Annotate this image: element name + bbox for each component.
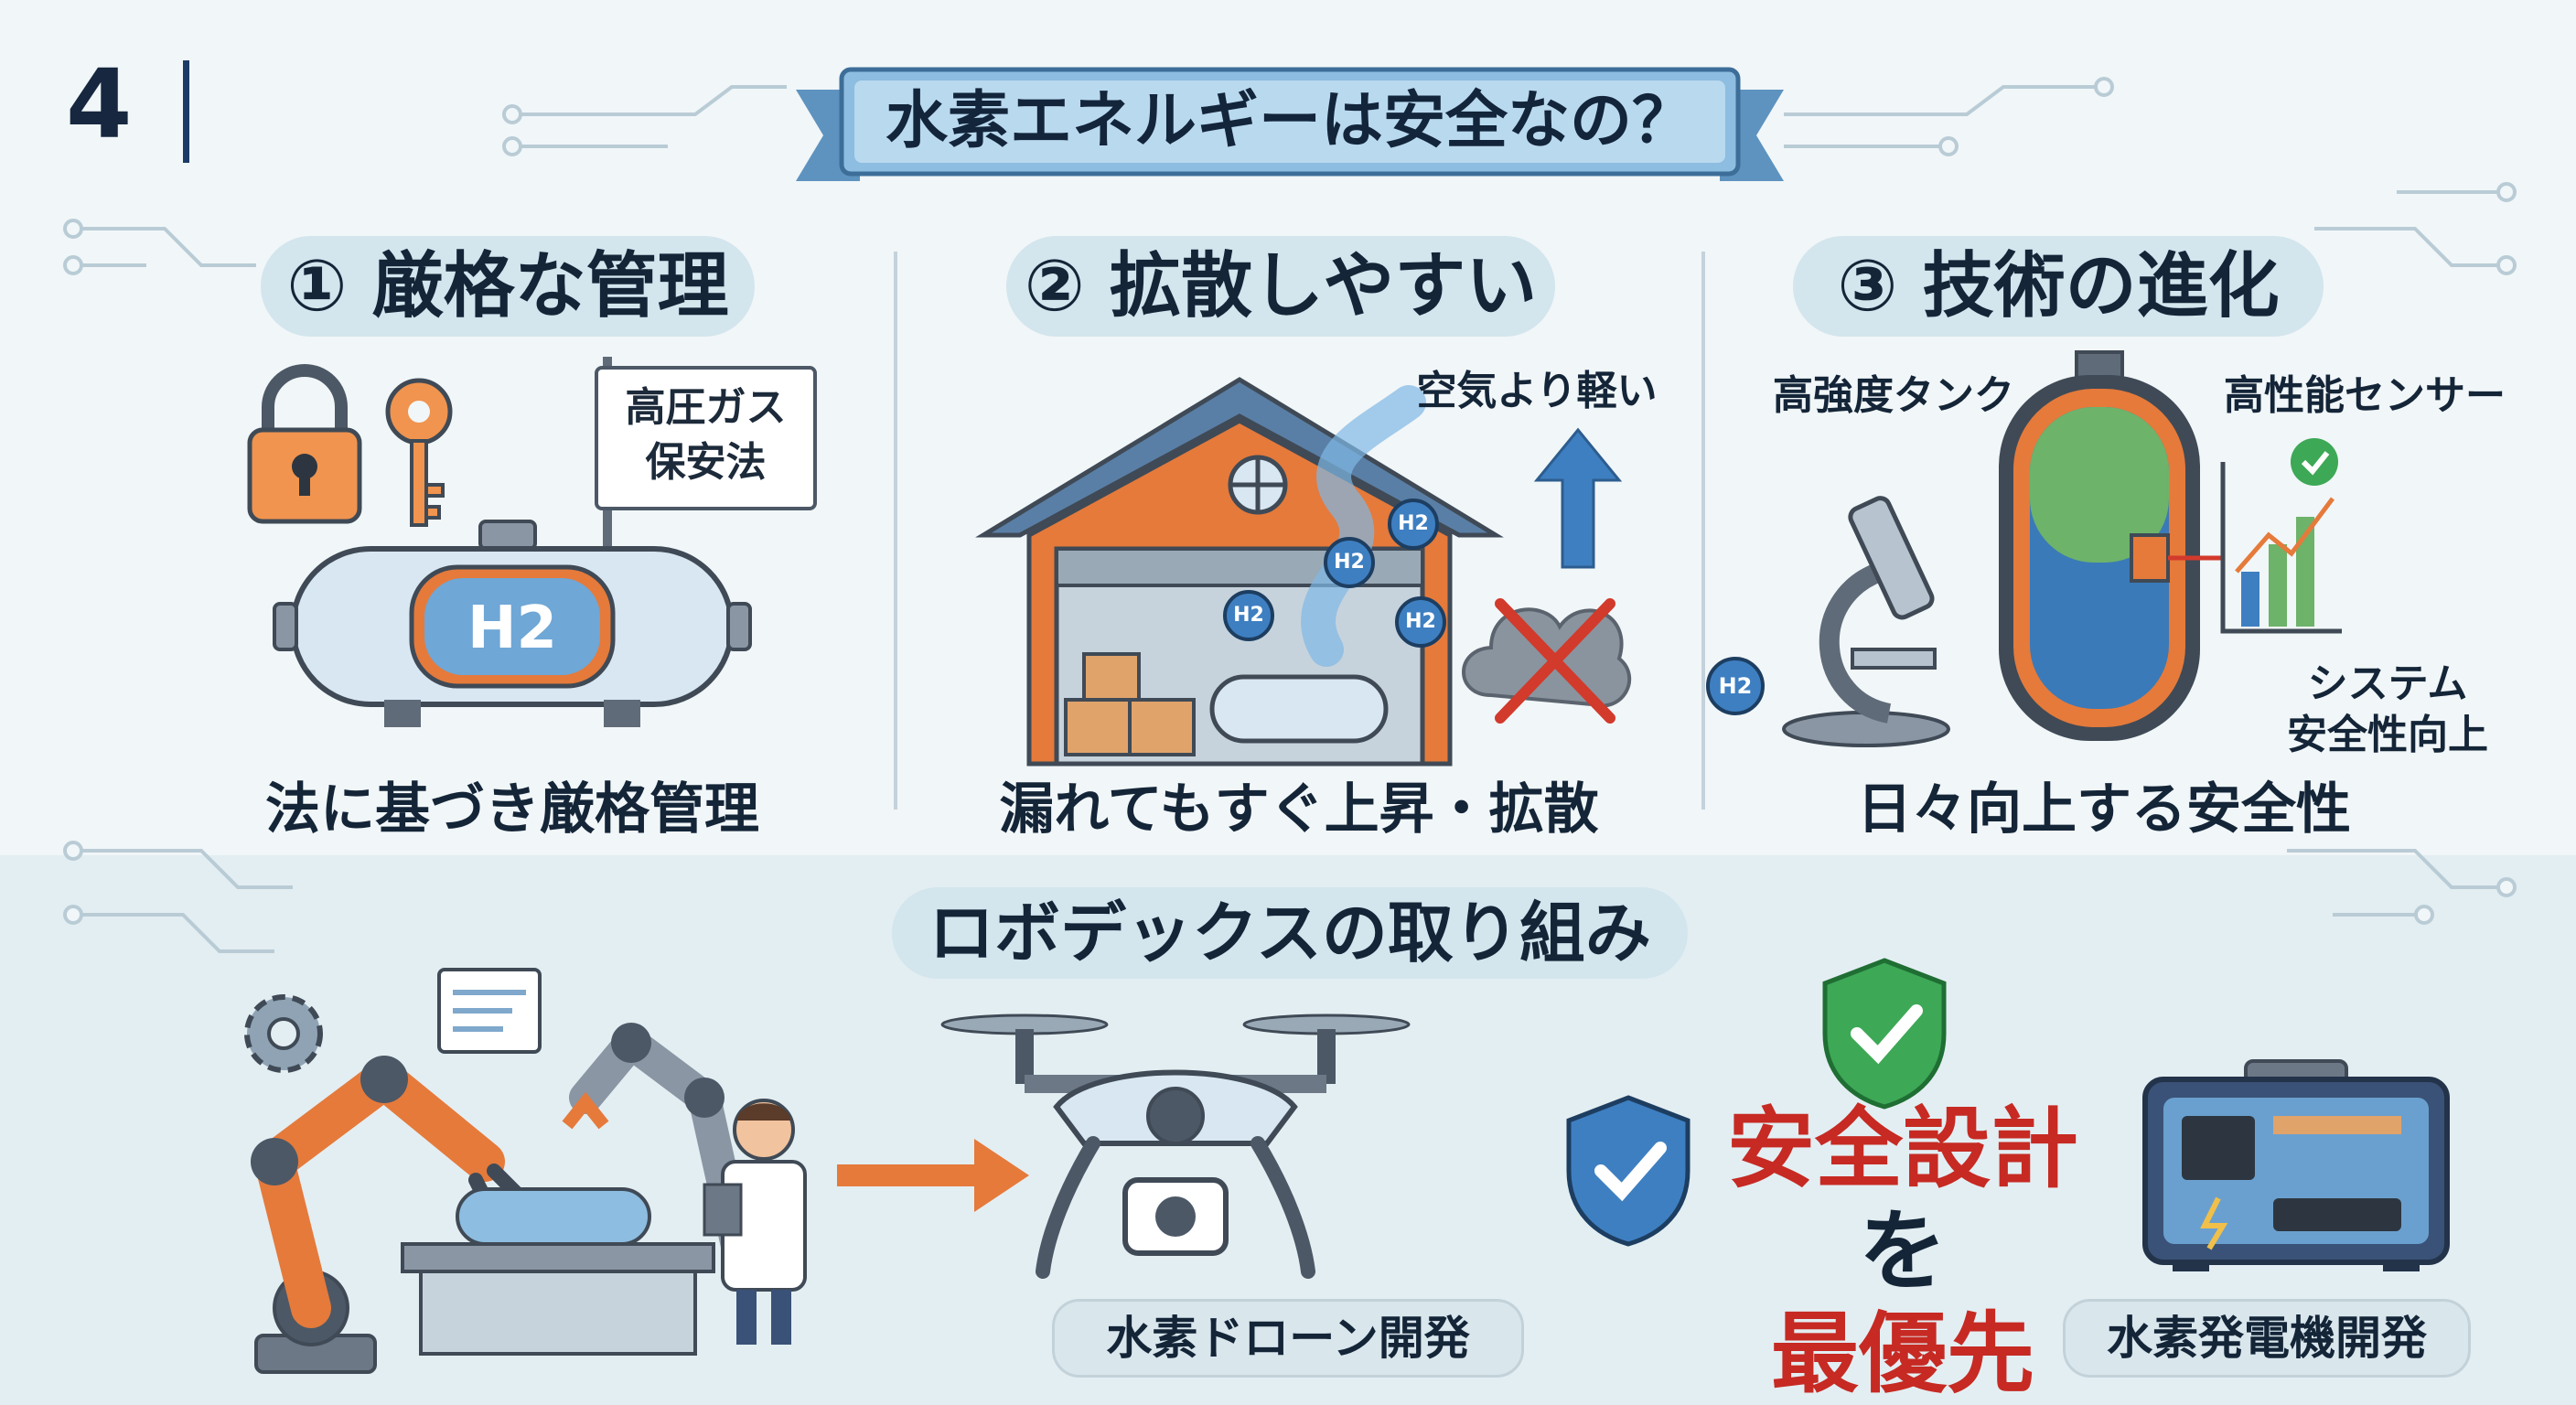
workbench-icon: [401, 1187, 715, 1356]
initiative-heading-pill: [892, 887, 1688, 979]
molecule-icon: [1324, 537, 1375, 588]
engineer-icon: [703, 1099, 807, 1345]
molecule-label: H2: [1405, 610, 1436, 633]
hydrogen-plume: [1301, 385, 1426, 667]
section-2-caption: 漏れてもすぐ上昇・拡散: [999, 778, 1599, 842]
sensor-chart-icon: [2130, 438, 2342, 634]
column-divider: [1701, 252, 1705, 810]
key-icon: [385, 378, 453, 527]
section-1-heading-pill: [261, 236, 755, 337]
generator-icon: [2142, 1059, 2450, 1271]
hydrogen-tank-icon: [273, 520, 752, 727]
section-2-heading: ② 拡散しやすい: [1024, 245, 1538, 327]
molecule-icon: [1388, 499, 1439, 550]
system-safety-line-1: システム: [2307, 660, 2468, 707]
column-divider: [894, 252, 897, 810]
molecule-icon: [1395, 596, 1446, 648]
ribbon-icon: [796, 67, 1784, 181]
gear-icon: [244, 994, 323, 1073]
shield-check-icon: [1822, 958, 1947, 1110]
safety-particle-text: を: [1859, 1200, 1947, 1303]
molecule-label: H2: [1334, 551, 1365, 574]
regulation-sign: 高圧ガス 保安法: [595, 366, 817, 510]
safety-design-text: 安全設計: [1727, 1098, 2078, 1200]
safety-first-message: 安全設計を 最優先: [1701, 1098, 2104, 1405]
generator-label-tag: 水素発電機開発: [2063, 1299, 2471, 1378]
generator-label: 水素発電機開発: [2107, 1312, 2427, 1365]
section-3-heading-pill: [1793, 236, 2324, 337]
molecule-label: H2: [1233, 604, 1264, 627]
top-priority-text: 最優先: [1771, 1303, 2034, 1405]
page-title: 水素エネルギーは安全なの？: [885, 85, 1694, 157]
smoke-cross-icon: [1462, 598, 1632, 724]
drone-label-tag: 水素ドローン開発: [1052, 1299, 1524, 1378]
section-1-caption: 法に基づき厳格管理: [265, 778, 759, 842]
system-safety-line-2: 安全性向上: [2287, 712, 2488, 758]
title-banner: 水素エネルギーは安全なの？: [796, 53, 1784, 190]
high-performance-sensor-label: 高性能センサー: [2224, 372, 2506, 419]
page-number: 4: [66, 48, 133, 160]
lighter-than-air-label: 空気より軽い: [1416, 368, 1658, 414]
initiative-heading: ロボデックスの取り組み: [928, 895, 1651, 971]
molecule-label: H2: [1398, 512, 1429, 535]
drone-icon: [940, 1014, 1411, 1279]
high-strength-tank-label: 高強度タンク: [1773, 372, 2014, 419]
molecule-label: H2: [1718, 673, 1753, 699]
section-3-heading: ③ 技術の進化: [1837, 245, 2280, 327]
microscope-icon: [1782, 496, 1950, 747]
up-arrow-icon: [1533, 427, 1623, 569]
section-2-heading-pill: [1006, 236, 1555, 337]
sign-line-1: 高圧ガス: [625, 384, 787, 431]
section-1-heading: ① 厳格な管理: [286, 245, 729, 327]
molecule-icon: [1223, 590, 1274, 641]
tank-h2-label: H2: [467, 595, 558, 662]
page-number-divider: [183, 60, 189, 163]
molecule-icon: [1706, 657, 1765, 715]
sign-line-2: 保安法: [645, 439, 767, 486]
drone-label: 水素ドローン開発: [1106, 1312, 1470, 1365]
document-icon: [437, 968, 542, 1054]
reinforced-tank-icon: [1999, 350, 2200, 741]
padlock-icon: [247, 364, 362, 524]
right-arrow-icon: [837, 1139, 1029, 1212]
shield-check-icon: [1566, 1095, 1690, 1247]
section-3-caption: 日々向上する安全性: [1857, 778, 2351, 842]
